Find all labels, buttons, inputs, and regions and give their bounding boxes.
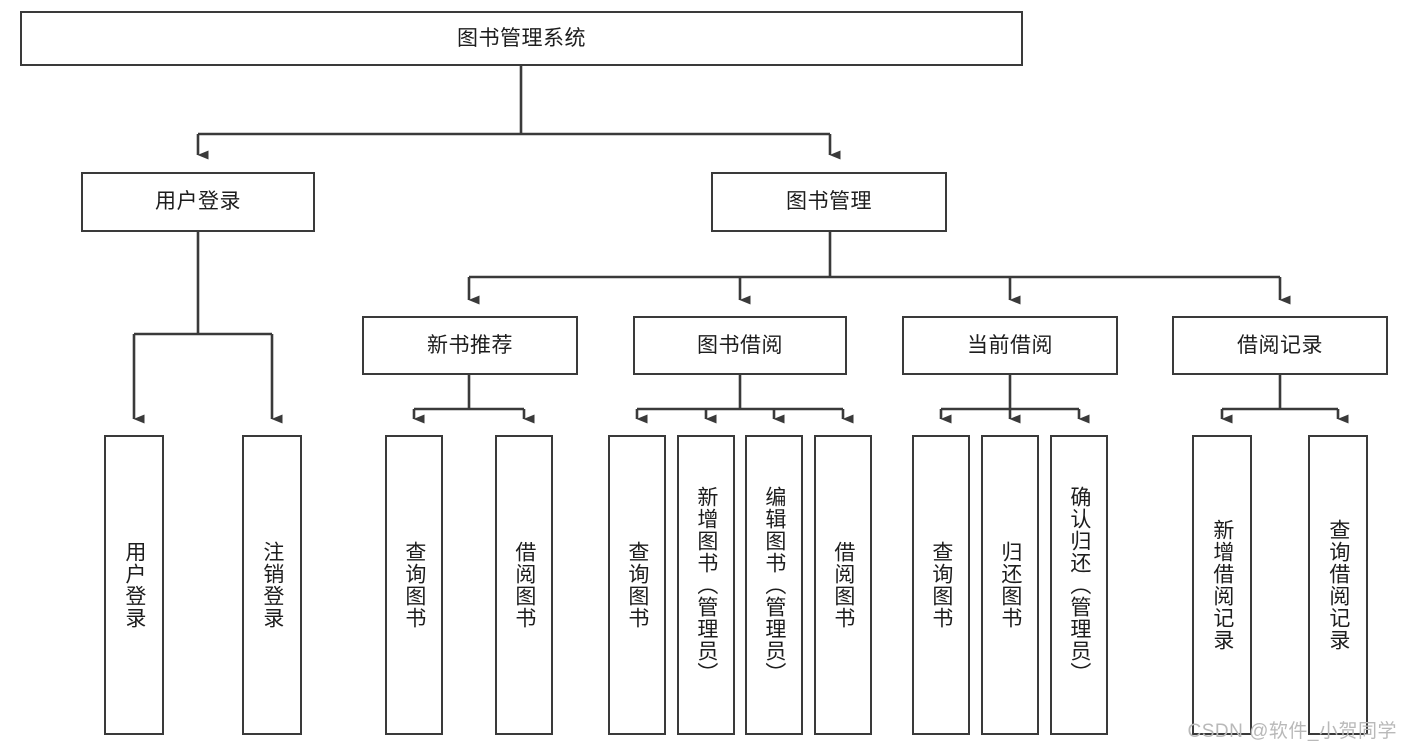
node-leaf-cur-query[interactable]: 查询图书: [912, 435, 970, 735]
node-leaf-user-logout-label: 注销登录: [260, 541, 284, 629]
node-book-borrow[interactable]: 图书借阅: [633, 316, 847, 375]
node-leaf-user-login-label: 用户登录: [122, 541, 146, 629]
node-new-book-rec-label: 新书推荐: [427, 333, 513, 357]
node-new-book-rec[interactable]: 新书推荐: [362, 316, 578, 375]
node-leaf-borrow-add-label: 新增图书（管理员）: [694, 486, 718, 684]
node-leaf-rec-borrow-label: 借阅图书: [512, 541, 536, 629]
node-leaf-rec-add[interactable]: 新增借阅记录: [1192, 435, 1252, 735]
node-book-borrow-label: 图书借阅: [697, 333, 783, 357]
node-leaf-rec-search-label: 查询借阅记录: [1326, 519, 1350, 651]
node-leaf-rec-add-label: 新增借阅记录: [1210, 519, 1234, 651]
watermark-text: CSDN @软件_小贺同学: [1187, 721, 1397, 742]
node-leaf-rec-query-label: 查询图书: [402, 541, 426, 629]
node-leaf-borrow-lend[interactable]: 借阅图书: [814, 435, 872, 735]
node-leaf-cur-return-label: 归还图书: [998, 541, 1022, 629]
node-leaf-cur-confirm[interactable]: 确认归还（管理员）: [1050, 435, 1108, 735]
node-leaf-cur-return[interactable]: 归还图书: [981, 435, 1039, 735]
node-current-borrow[interactable]: 当前借阅: [902, 316, 1118, 375]
node-user-login-label: 用户登录: [155, 190, 241, 214]
node-leaf-user-logout[interactable]: 注销登录: [242, 435, 302, 735]
node-root[interactable]: 图书管理系统: [20, 11, 1023, 66]
node-leaf-rec-query[interactable]: 查询图书: [385, 435, 443, 735]
node-user-login[interactable]: 用户登录: [81, 172, 315, 232]
node-leaf-cur-query-label: 查询图书: [929, 541, 953, 629]
node-leaf-borrow-edit-label: 编辑图书（管理员）: [762, 486, 786, 684]
node-leaf-borrow-query[interactable]: 查询图书: [608, 435, 666, 735]
node-leaf-rec-search[interactable]: 查询借阅记录: [1308, 435, 1368, 735]
node-leaf-rec-borrow[interactable]: 借阅图书: [495, 435, 553, 735]
node-leaf-borrow-edit[interactable]: 编辑图书（管理员）: [745, 435, 803, 735]
node-current-borrow-label: 当前借阅: [967, 333, 1053, 357]
node-leaf-user-login[interactable]: 用户登录: [104, 435, 164, 735]
node-book-mgmt[interactable]: 图书管理: [711, 172, 947, 232]
node-leaf-borrow-lend-label: 借阅图书: [831, 541, 855, 629]
node-leaf-borrow-query-label: 查询图书: [625, 541, 649, 629]
node-leaf-cur-confirm-label: 确认归还（管理员）: [1067, 486, 1091, 684]
node-root-label: 图书管理系统: [457, 26, 586, 50]
node-borrow-record[interactable]: 借阅记录: [1172, 316, 1388, 375]
node-borrow-record-label: 借阅记录: [1237, 333, 1323, 357]
node-leaf-borrow-add[interactable]: 新增图书（管理员）: [677, 435, 735, 735]
node-book-mgmt-label: 图书管理: [786, 190, 872, 214]
